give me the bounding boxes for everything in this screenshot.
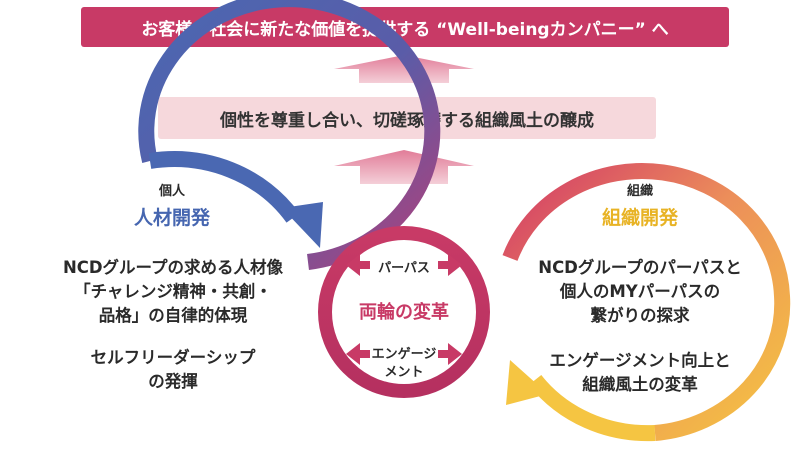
double-arrow-icon bbox=[346, 343, 462, 365]
right-title: 組織開発 bbox=[601, 207, 678, 229]
left-arrowhead-icon bbox=[282, 202, 323, 248]
right-ring-arc bbox=[502, 163, 791, 441]
second-banner-text: 個性を尊重し合い、切磋琢磨する組織風土の醸成 bbox=[220, 110, 594, 131]
double-arrow-icon bbox=[346, 254, 462, 276]
left-title: 人材開発 bbox=[133, 207, 210, 229]
left-ring-arc bbox=[138, 0, 441, 270]
up-arrow-icon bbox=[334, 150, 474, 184]
up-arrow-icon bbox=[334, 55, 474, 83]
center-lower-label-2: メント bbox=[384, 365, 424, 380]
center-title: 両輪の変革 bbox=[359, 302, 449, 323]
left-line-4: セルフリーダーシップ bbox=[90, 348, 256, 367]
right-ring-bottom-arc bbox=[528, 374, 656, 442]
right-line-4: エンゲージメント向上と bbox=[549, 351, 731, 370]
left-ring-top-arc bbox=[148, 151, 300, 223]
right-category-label: 組織 bbox=[626, 184, 653, 199]
right-line-5: 組織風土の変革 bbox=[582, 375, 698, 394]
left-line-2: 「チャレンジ精神・共創・ bbox=[74, 282, 272, 301]
right-line-2: 個人のMYパーパスの bbox=[559, 282, 721, 301]
right-arrowhead-icon bbox=[506, 360, 548, 405]
right-line-1: NCDグループのパーパスと bbox=[538, 258, 742, 277]
center-lower-label-1: エンゲージ bbox=[371, 347, 437, 362]
center-upper-label: パーパス bbox=[378, 261, 430, 276]
left-line-5: の発揮 bbox=[148, 372, 198, 391]
left-category-label: 個人 bbox=[158, 184, 185, 199]
top-banner-text: お客様や社会に新たな価値を提供する “Well-beingカンパニー” へ bbox=[141, 19, 669, 40]
right-line-3: 繋がりの探求 bbox=[590, 306, 690, 325]
second-banner: 個性を尊重し合い、切磋琢磨する組織風土の醸成 bbox=[158, 97, 656, 139]
left-line-3: 品格」の自律的体現 bbox=[98, 306, 248, 325]
left-line-1: NCDグループの求める人材像 bbox=[62, 258, 284, 277]
